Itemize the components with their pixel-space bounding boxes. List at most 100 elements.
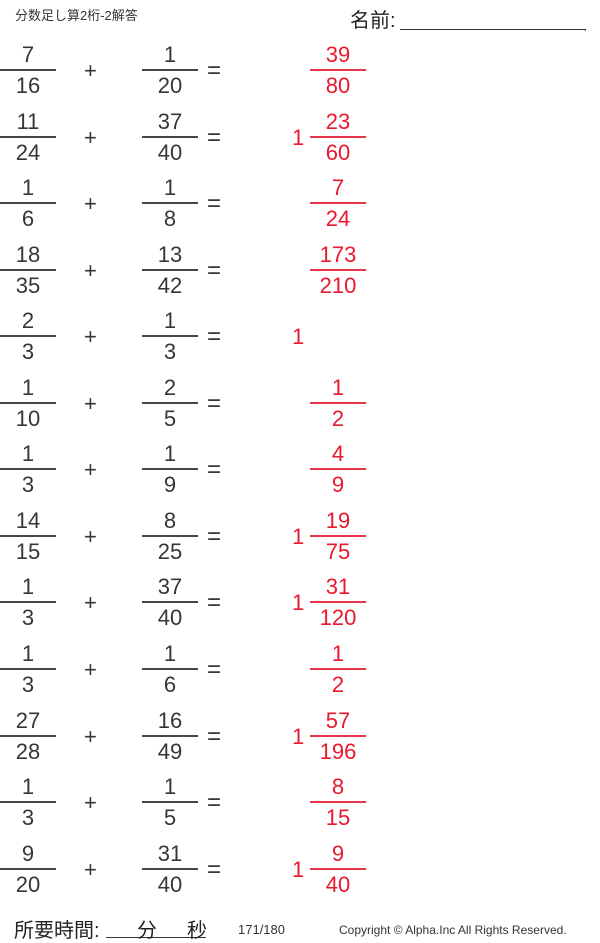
fraction-bar	[0, 734, 56, 737]
denominator: 3	[21, 671, 35, 697]
numerator: 37	[157, 574, 183, 600]
fraction-bar	[142, 867, 198, 870]
plus-sign: +	[84, 723, 97, 749]
equals-sign: =	[207, 456, 222, 484]
denominator: 3	[21, 339, 35, 365]
worksheet-title: 分数足し算2桁-2解答	[15, 8, 138, 23]
numerator: 1	[163, 42, 177, 67]
fraction-bar	[0, 69, 56, 71]
name-field[interactable]: 名前: .	[350, 4, 590, 33]
footer: 所要時間: 分 秒 171/180 Copyright © Alpha.Inc …	[0, 912, 600, 943]
answer-fraction-bar	[310, 268, 366, 271]
equals-sign: =	[207, 655, 222, 683]
numerator: 8	[163, 507, 177, 533]
answer-denominator: 120	[319, 605, 357, 631]
fraction-bar	[0, 335, 56, 338]
denominator: 40	[157, 139, 183, 165]
fraction-bar	[142, 468, 198, 471]
answer-denominator: 196	[319, 738, 357, 764]
plus-sign: +	[84, 257, 97, 283]
answer-numerator: 7	[331, 175, 345, 201]
fraction-bar	[142, 534, 198, 537]
equals-sign: =	[207, 123, 222, 151]
fraction-bar	[0, 667, 56, 670]
numerator: 1	[163, 774, 177, 800]
denominator: 6	[21, 206, 35, 232]
equals-sign: =	[207, 789, 222, 817]
answer-numerator: 57	[325, 707, 351, 733]
answer-fraction-bar	[310, 69, 366, 71]
denominator: 5	[163, 405, 177, 431]
answer-whole-number: 1	[292, 723, 305, 749]
fraction-bar	[0, 268, 56, 271]
answer-fraction-bar	[310, 135, 366, 138]
numerator: 27	[15, 707, 41, 733]
answer-numerator: 31	[325, 574, 351, 600]
denominator: 16	[15, 73, 41, 98]
copyright: Copyright © Alpha.Inc All Rights Reserve…	[339, 923, 567, 937]
plus-sign: +	[84, 457, 97, 483]
answer-denominator: 15	[325, 805, 351, 831]
numerator: 16	[157, 707, 183, 733]
denominator: 3	[21, 605, 35, 631]
fraction-bar	[142, 69, 198, 71]
time-underline[interactable]	[106, 937, 206, 938]
fraction-bar	[0, 202, 56, 205]
answer-fraction-bar	[310, 401, 366, 404]
equals-sign: =	[207, 190, 222, 218]
answer-numerator: 1	[331, 374, 345, 400]
equals-sign: =	[207, 256, 222, 284]
equals-sign: =	[207, 323, 222, 351]
denominator: 24	[15, 139, 41, 165]
answer-denominator: 9	[331, 472, 345, 498]
answer-denominator: 60	[325, 139, 351, 165]
answer-denominator: 80	[325, 73, 351, 98]
denominator: 40	[157, 871, 183, 897]
answer-fraction-bar	[310, 801, 366, 804]
answer-whole-number: 1	[292, 124, 305, 150]
page-number: 171/180	[238, 922, 285, 937]
numerator: 14	[15, 507, 41, 533]
denominator: 28	[15, 738, 41, 764]
denominator: 42	[157, 272, 183, 298]
answer-numerator: 23	[325, 108, 351, 134]
equals-sign: =	[207, 389, 222, 417]
fraction-bar	[142, 268, 198, 271]
equals-sign: =	[207, 855, 222, 883]
denominator: 6	[163, 671, 177, 697]
fraction-bar	[142, 801, 198, 804]
fraction-bar	[142, 601, 198, 604]
answer-denominator: 2	[331, 671, 345, 697]
answer-numerator: 173	[319, 241, 357, 267]
numerator: 1	[21, 574, 35, 600]
answer-denominator: 40	[325, 871, 351, 897]
answer-numerator: 1	[331, 640, 345, 666]
denominator: 10	[15, 405, 41, 431]
answer-whole-number: 1	[292, 856, 305, 882]
numerator: 37	[157, 108, 183, 134]
numerator: 1	[163, 308, 177, 334]
numerator: 1	[21, 441, 35, 467]
numerator: 2	[163, 374, 177, 400]
equals-sign: =	[207, 57, 222, 84]
fraction-bar	[0, 801, 56, 804]
